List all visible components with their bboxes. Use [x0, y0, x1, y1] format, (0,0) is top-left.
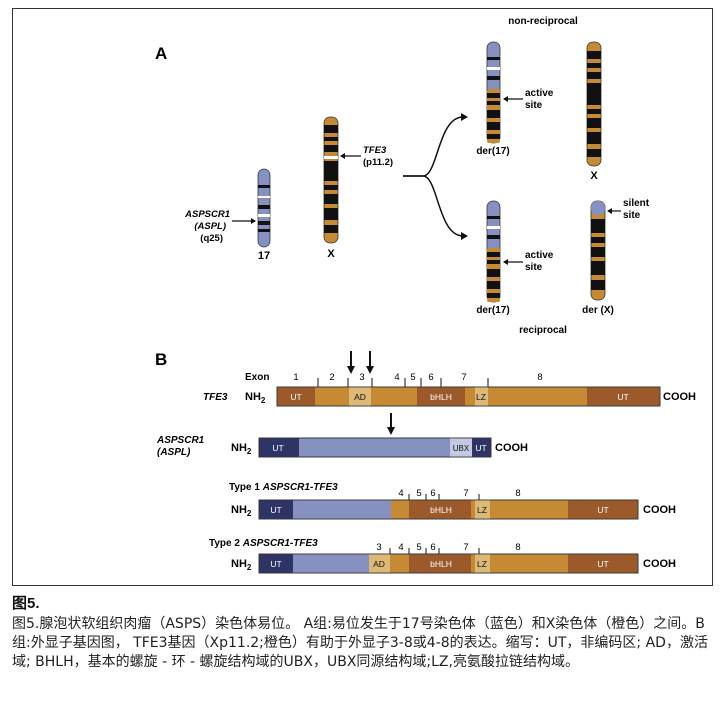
active-site-label-bottom-1: active [525, 250, 554, 261]
type1-ut-5: UT [270, 505, 281, 515]
type1-ut-3: UT [597, 505, 608, 515]
type2-nh2: NH2 [231, 558, 252, 572]
type2-bhlh: bHLH [430, 559, 452, 569]
der17-top-label: der(17) [476, 146, 509, 157]
chr17-gene-alias: (ASPL) [194, 221, 226, 232]
silent-site-label-1: silent [623, 198, 650, 209]
exon-number: 7 [461, 372, 466, 383]
exon-number: 8 [537, 372, 542, 383]
caption-body: 图5.腺泡状软组织肉瘤（ASPS）染色体易位。 A组:易位发生于17号染色体（蓝… [12, 616, 708, 670]
exon-number: 5 [416, 488, 421, 499]
type2-lz: LZ [477, 559, 487, 569]
nh2-label: NH2 [245, 391, 266, 405]
exon-number: 4 [398, 488, 403, 499]
chrx-band-label: (p11.2) [363, 157, 393, 168]
aspscr1-gene-alias: (ASPL) [157, 447, 191, 458]
type1-exon-numbers: 4 5 6 7 8 [398, 488, 520, 499]
aspscr1-ut-3: UT [475, 443, 486, 453]
derx-chromosome [590, 200, 606, 301]
derx-label: der (X) [582, 305, 614, 316]
exon-number: 8 [515, 542, 520, 553]
exon-number: 7 [463, 542, 468, 553]
tfe3-ut-3: UT [617, 392, 628, 402]
chr17-name: 17 [258, 250, 270, 262]
normal-x-chromosome [586, 41, 602, 167]
tfe3-ad: AD [354, 392, 366, 402]
type2-ut-5: UT [270, 559, 281, 569]
active-site-label-top-2: site [525, 100, 543, 111]
exon-number: 8 [515, 488, 520, 499]
figure-panel: A ASPSCR1 (ASPL) (q25) 17 TFE3 (p11.2) X… [12, 8, 713, 586]
exon-number: 4 [398, 542, 403, 553]
panel-a-label: A [155, 44, 167, 63]
type1-bhlh: bHLH [430, 505, 452, 515]
type2-fusion-bar [258, 553, 639, 574]
aspscr1-gene-label: ASPSCR1 [156, 435, 205, 446]
type2-ad: AD [373, 559, 385, 569]
der17-top-chromosome [486, 41, 501, 144]
tfe3-lz: LZ [476, 392, 486, 402]
aspscr1-ubx: UBX [453, 444, 470, 453]
chrx-name: X [327, 248, 335, 260]
type1-fusion-bar [258, 499, 639, 520]
exon-number: 6 [430, 542, 435, 553]
active-site-label-top-1: active [525, 88, 554, 99]
chr17-band-label: (q25) [200, 233, 223, 244]
type1-lz: LZ [477, 505, 487, 515]
exon-number: 7 [463, 488, 468, 499]
branch-arrow-lower [403, 175, 464, 237]
chr17-gene-label: ASPSCR1 [184, 209, 230, 220]
exon-number: 4 [394, 372, 399, 383]
reciprocal-label: reciprocal [519, 325, 567, 336]
exon-number: 2 [329, 372, 334, 383]
type2-label: Type 2 ASPSCR1-TFE3 [209, 538, 318, 549]
exon-number: 6 [428, 372, 433, 383]
branch-arrow-upper [403, 116, 464, 177]
type2-ut-3: UT [597, 559, 608, 569]
aspscr1-nh2: NH2 [231, 442, 252, 456]
exon-label: Exon [245, 372, 269, 383]
figure-svg: A ASPSCR1 (ASPL) (q25) 17 TFE3 (p11.2) X… [155, 16, 696, 574]
exon-number: 1 [293, 372, 298, 383]
exon-number: 6 [430, 488, 435, 499]
silent-site-label-2: site [623, 210, 641, 221]
exon-number: 5 [410, 372, 415, 383]
tfe3-gene-label: TFE3 [203, 392, 228, 403]
exon-number: 3 [376, 542, 381, 553]
caption-title: 图5. [12, 595, 40, 612]
tfe3-exon-ticks [317, 378, 489, 387]
tfe3-cooh: COOH [663, 391, 696, 403]
exon-number: 3 [359, 372, 364, 383]
chromosome-x [323, 116, 339, 244]
chromosome-17 [257, 168, 271, 248]
tfe3-bhlh: bHLH [430, 392, 452, 402]
panel-b-label: B [155, 350, 167, 369]
aspscr1-cooh: COOH [495, 442, 528, 454]
aspscr1-ut-5: UT [272, 443, 283, 453]
type2-exon-numbers: 3 4 5 6 7 8 [376, 542, 520, 553]
active-site-label-bottom-2: site [525, 262, 543, 273]
chrx-gene-label: TFE3 [363, 145, 387, 156]
nonreciprocal-label: non-reciprocal [508, 16, 578, 27]
normal-x-label: X [590, 170, 598, 182]
type1-cooh: COOH [643, 504, 676, 516]
exon-number: 5 [416, 542, 421, 553]
der17-bottom-chromosome [486, 200, 501, 303]
tfe3-exon-numbers: 1 2 3 4 5 6 7 8 [293, 372, 542, 383]
tfe3-gene-bar [276, 386, 661, 407]
tfe3-ut-5: UT [290, 392, 301, 402]
type2-cooh: COOH [643, 558, 676, 570]
type1-label: Type 1 ASPSCR1-TFE3 [229, 482, 338, 493]
type1-nh2: NH2 [231, 504, 252, 518]
der17-bottom-label: der(17) [476, 305, 509, 316]
aspscr1-gene-bar [258, 437, 492, 458]
